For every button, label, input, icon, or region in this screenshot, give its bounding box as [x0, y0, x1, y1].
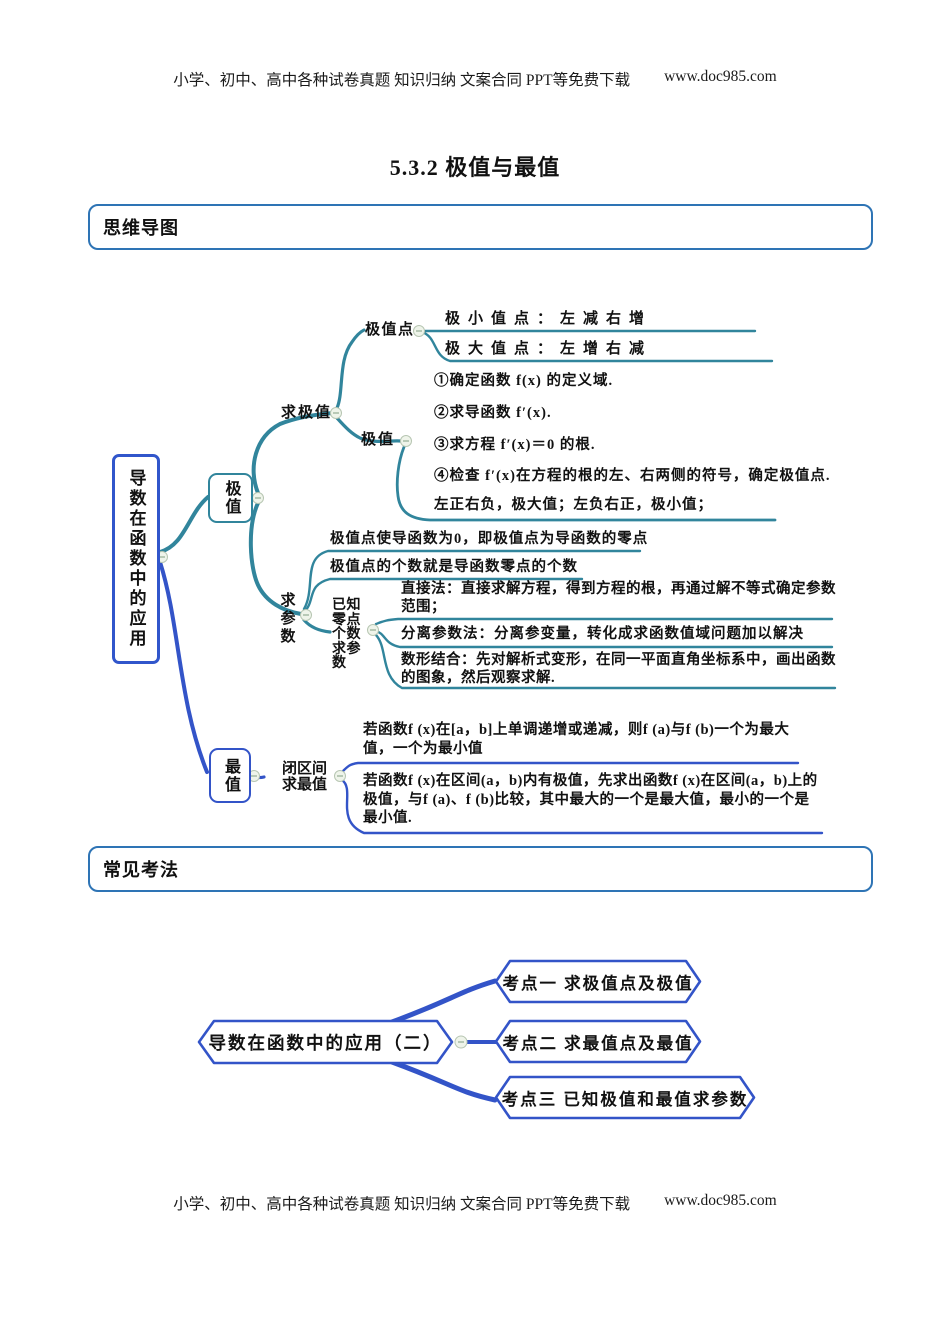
map2-item3-label: 考点三 已知极值和最值求参数 [501, 1089, 749, 1109]
page-footer: 小学、初中、高中各种试卷真题 知识归纳 文案合同 PPT等免费下载 www.do… [0, 1192, 950, 1214]
map1-param-note-2: 极值点的个数就是导函数零点的个数 [330, 559, 578, 575]
map1-node-known-zero-count: 已知零点个数求参数 [332, 598, 361, 671]
footer-text: 小学、初中、高中各种试卷真题 知识归纳 文案合同 PPT等免费下载 [173, 1196, 631, 1213]
map1-node-minmax: 最值 [209, 748, 251, 803]
map1-root-node: 导数在函数中的应用 [112, 454, 160, 664]
page-title: 5.3.2 极值与最值 [389, 155, 561, 180]
section-methods-box: 常见考法 [88, 846, 873, 892]
section-methods-label: 常见考法 [103, 860, 179, 880]
map1-step-2: ②求导函数 f′(x). [434, 405, 552, 421]
header-text: 小学、初中、高中各种试卷真题 知识归纳 文案合同 PPT等免费下载 [173, 72, 631, 89]
map1-step-4: ④检查 f′(x)在方程的根的左、右两侧的符号，确定极值点. [434, 468, 831, 484]
map1-node-extremum-point: 极值点 [365, 322, 415, 338]
map1-method-separate-parameter: 分离参数法：分离参变量，转化成求函数值域问题加以解决 [401, 626, 804, 642]
section-mindmap-label: 思维导图 [103, 218, 179, 238]
map2-item2-label: 考点二 求最值点及最值 [502, 1033, 694, 1053]
page-header: 小学、初中、高中各种试卷真题 知识归纳 文案合同 PPT等免费下载 www.do… [0, 68, 950, 90]
map1-node-extremum: 极值 [208, 473, 253, 523]
header-url: www.doc985.com [664, 68, 777, 85]
section-mindmap-box: 思维导图 [88, 204, 873, 250]
map2-item1-label: 考点一 求极值点及极值 [502, 973, 694, 993]
map1-node-closed-interval: 闭区间求最值 [282, 761, 328, 793]
map1-step-4-sign-rule: 左正右负，极大值；左负右正，极小值； [434, 497, 713, 513]
map1-method-number-shape: 数形结合：先对解析式变形，在同一平面直角坐标系中，画出函数的图象，然后观察求解. [401, 652, 836, 686]
footer-url: www.doc985.com [664, 1192, 777, 1209]
map1-leaf-local-min: 极小值点：左减右增 [445, 311, 653, 327]
map1-method-direct: 直接法：直接求解方程，得到方程的根，再通过解不等式确定参数范围； [401, 581, 836, 615]
map1-step-3: ③求方程 f′(x)＝0 的根. [434, 437, 596, 453]
map2-root-label: 导数在函数中的应用（二） [208, 1032, 443, 1053]
map1-leaf-local-max: 极大值点：左增右减 [445, 341, 653, 357]
map1-param-note-1: 极值点使导函数为0，即极值点为导函数的零点 [330, 531, 649, 547]
map1-node-find-extremum: 求极值 [281, 405, 333, 421]
map1-minmax-note-1: 若函数f (x)在[a，b]上单调递增或递减，则f (a)与f (b)一个为最大… [363, 722, 790, 757]
map1-minmax-note-2: 若函数f (x)在区间(a，b)内有极值，先求出函数f (x)在区间(a，b)上… [363, 773, 818, 826]
map1-step-1: ①确定函数 f(x) 的定义域. [434, 373, 614, 389]
map1-node-find-parameter: 求参数 [278, 592, 295, 646]
map1-node-extremum-steps: 极值 [361, 432, 396, 448]
